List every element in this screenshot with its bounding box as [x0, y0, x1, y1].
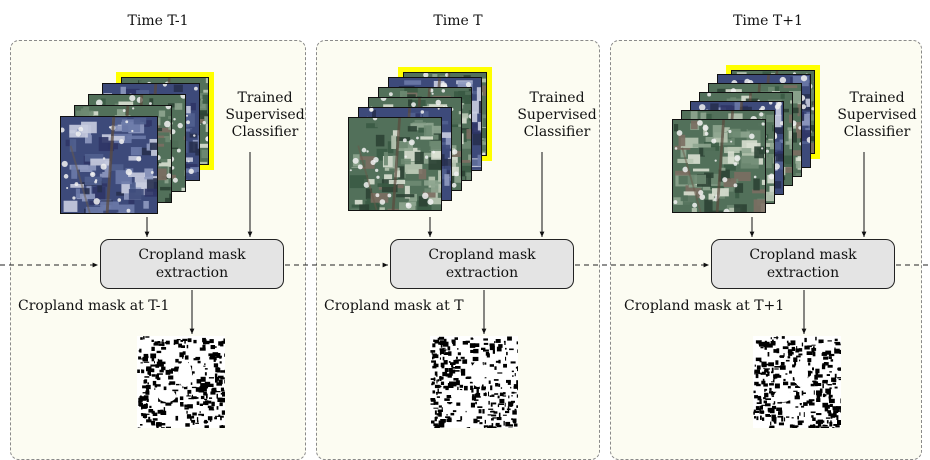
image-tile — [60, 116, 158, 214]
image-tile — [348, 117, 442, 211]
diagram-canvas: Time T-1 Time T Time T+1 Trained Supervi… — [0, 0, 930, 446]
image-tile — [672, 119, 766, 213]
